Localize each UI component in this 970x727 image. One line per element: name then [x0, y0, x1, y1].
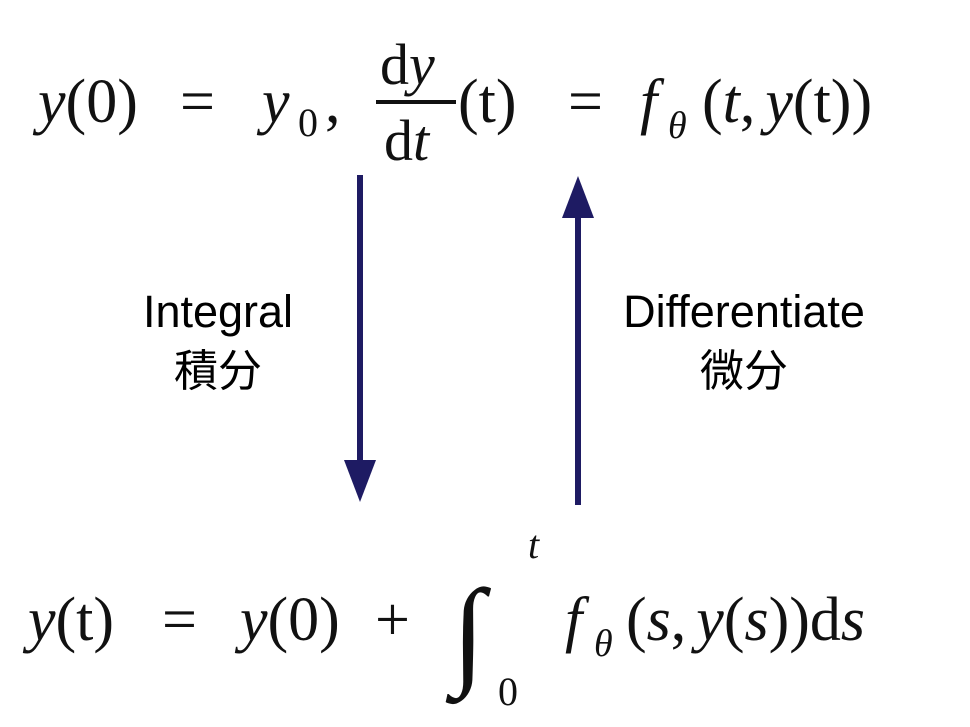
top-f-comma: ,: [740, 68, 756, 136]
svg-text:f: f: [565, 586, 590, 654]
bottom-f: f: [565, 586, 590, 654]
differentiate-arrow: [562, 176, 594, 505]
top-f-rest: (t)): [793, 68, 872, 136]
integral-lower-limit: 0: [498, 669, 518, 714]
bottom-plus: +: [375, 586, 410, 654]
differentiate-label: Differentiate: [623, 286, 865, 337]
top-t-arg: (t): [458, 68, 517, 136]
bottom-lhs-y: y: [22, 586, 56, 654]
frac-den-t: t: [413, 108, 431, 173]
svg-text:y(0): y(0): [234, 586, 340, 654]
integral-label-ja: 積分: [174, 346, 262, 397]
top-equals-2: =: [568, 68, 603, 136]
top-open-paren: (: [66, 68, 87, 136]
bottom-s: s: [841, 586, 865, 654]
integral-arrow: [344, 175, 376, 502]
top-f-y: y: [759, 68, 793, 136]
top-f-open: (: [702, 68, 723, 136]
integral-arrow-head: [344, 460, 376, 502]
top-comma: ,: [325, 68, 341, 136]
top-y0: y: [256, 68, 290, 136]
bottom-args-paren: (: [724, 586, 745, 654]
top-y0-subscript: 0: [298, 100, 318, 145]
integral-label: Integral: [143, 286, 293, 337]
bottom-theta: θ: [594, 623, 613, 665]
top-f: f: [640, 68, 665, 136]
bottom-y0-paren: (0): [268, 586, 340, 654]
svg-text:f: f: [640, 68, 665, 136]
bottom-args-s2: s: [744, 586, 768, 654]
top-equation: y(0) = y 0 , dy dt (t) = f θ (t,y(t)): [32, 32, 872, 173]
svg-text:(t,y(t)): (t,y(t)): [702, 68, 872, 136]
svg-text:y(0): y(0): [32, 68, 138, 136]
bottom-args-y: y: [690, 586, 724, 654]
svg-text:dt: dt: [384, 108, 431, 173]
integral-upper-limit: t: [528, 522, 540, 567]
bottom-args-open: (: [626, 586, 647, 654]
bottom-d: d: [810, 586, 841, 654]
top-y: y: [32, 68, 66, 136]
frac-num-y: y: [404, 32, 435, 97]
bottom-y0-y: y: [234, 586, 268, 654]
svg-text:dy: dy: [380, 32, 435, 97]
fraction-bar: [376, 100, 456, 104]
top-theta: θ: [668, 105, 687, 147]
frac-den-d: d: [384, 108, 413, 173]
integral-sign: ∫: [445, 565, 492, 705]
bottom-args-s: s: [647, 586, 671, 654]
top-zero: 0: [86, 68, 117, 136]
bottom-args-comma: ,: [671, 586, 687, 654]
bottom-equals: =: [162, 586, 197, 654]
differentiate-arrow-head: [562, 176, 594, 218]
top-equals: =: [180, 68, 215, 136]
bottom-equation: y(t) = y(0) + ∫ t 0 f θ (s,y(s))ds: [22, 522, 865, 714]
svg-text:y(t): y(t): [22, 586, 114, 654]
top-close-paren: ): [117, 68, 138, 136]
bottom-args-close: )): [769, 586, 810, 654]
top-f-t: t: [723, 68, 742, 136]
differentiate-label-ja: 微分: [700, 346, 788, 397]
svg-text:y: y: [256, 68, 290, 136]
bottom-lhs-paren: (t): [56, 586, 115, 654]
frac-num-d: d: [380, 32, 409, 97]
svg-text:(s,y(s))ds: (s,y(s))ds: [626, 586, 865, 654]
